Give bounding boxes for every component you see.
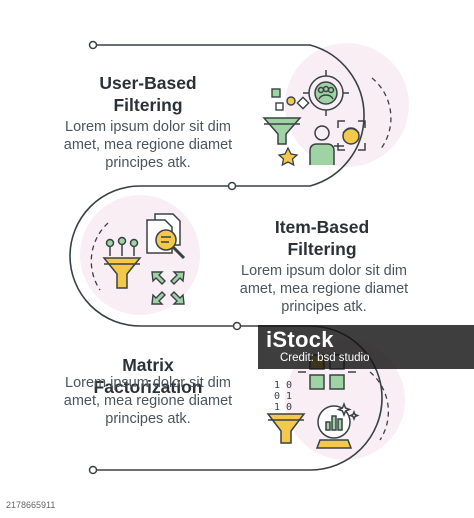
title-line: Filtering xyxy=(113,95,183,115)
person-icon xyxy=(309,125,335,165)
body-line: amet, mea regione diamet xyxy=(63,137,233,153)
body-line: principes atk. xyxy=(105,155,191,171)
watermark-id: 2178665911 xyxy=(6,500,56,510)
face-scan-icon xyxy=(334,120,366,151)
binary-line: 1 0 xyxy=(274,380,292,391)
star-icon xyxy=(277,146,299,167)
connector-dot xyxy=(88,465,98,475)
title-line: Factorization xyxy=(93,377,203,397)
crystal-ball-icon xyxy=(315,401,360,449)
watermark-banner: iStock Credit: bsd studio xyxy=(258,325,474,369)
connector-dot xyxy=(232,321,242,331)
body-line: amet, mea regione diamet xyxy=(63,393,233,409)
body-line: Lorem ipsum dolor sit dim xyxy=(241,263,407,279)
body-line: amet, mea regione diamet xyxy=(239,281,409,297)
falling-shapes xyxy=(271,88,310,111)
title-line: User-Based xyxy=(99,73,197,93)
title-line: Item-Based xyxy=(274,217,370,237)
watermark-credit: Credit: bsd studio xyxy=(280,352,370,364)
body-line: Lorem ipsum dolor sit dim xyxy=(65,375,231,391)
section-body-item-based: Lorem ipsum dolor sit dim amet, mea regi… xyxy=(224,262,424,316)
dashed-arc xyxy=(90,222,109,291)
binary-line: 0 1 xyxy=(274,391,292,402)
title-line: Matrix xyxy=(122,355,174,375)
binary-code-icon: 1 0 0 1 1 0 xyxy=(274,380,292,413)
arrows-inward-icon xyxy=(151,271,185,305)
section-title-user-based: User-Based Filtering xyxy=(48,72,248,116)
binary-line: 1 0 xyxy=(274,402,292,413)
section-title-item-based: Item-Based Filtering xyxy=(222,216,422,260)
watermark-brand: iStock xyxy=(266,327,334,352)
filter-funnel-icon xyxy=(262,117,302,145)
dashed-arc xyxy=(371,77,392,151)
section-body-user-based: Lorem ipsum dolor sit dim amet, mea regi… xyxy=(40,118,256,172)
connector-dot xyxy=(227,181,237,191)
section-title-matrix-factorization: Matrix Factorization xyxy=(48,354,248,398)
target-users-icon xyxy=(303,70,349,116)
body-line: Lorem ipsum dolor sit dim xyxy=(65,119,231,135)
title-line: Filtering xyxy=(287,239,357,259)
body-line: principes atk. xyxy=(281,299,367,315)
documents-search-icon xyxy=(146,213,186,260)
filter-funnel-icon xyxy=(266,413,306,444)
funnel-nodes-icon xyxy=(102,236,142,289)
section-body-matrix-factorization: Lorem ipsum dolor sit dim amet, mea regi… xyxy=(40,374,256,428)
dashed-arc xyxy=(369,371,390,441)
connector-dot xyxy=(88,40,98,50)
body-line: principes atk. xyxy=(105,411,191,427)
